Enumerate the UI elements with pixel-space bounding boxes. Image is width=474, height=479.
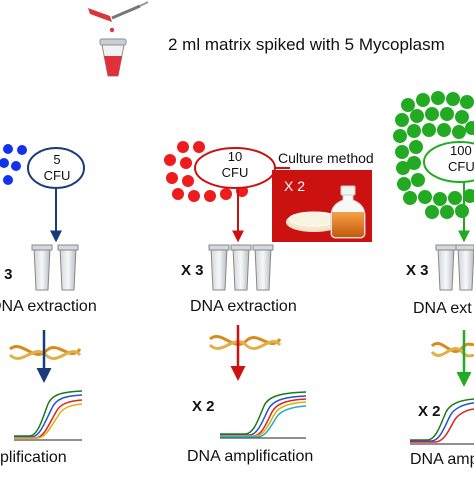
red-cells — [164, 141, 248, 202]
tubes-100 — [435, 244, 474, 291]
cfu-unit-10: CFU — [221, 165, 249, 180]
culture-label: Culture method — [278, 150, 374, 166]
header-title: 2 ml matrix spiked with 5 Mycoplasm — [168, 35, 445, 54]
amp-replicates-10: X 2 — [192, 398, 215, 415]
extraction-label-10: DNA extraction — [190, 298, 297, 315]
cfu-unit-5: CFU — [43, 168, 71, 183]
cfu-number-100: 100 — [450, 143, 472, 158]
amplification-label-5: plification — [0, 449, 67, 466]
cfu-ellipse-100 — [423, 141, 474, 183]
green-cells — [393, 91, 474, 219]
amp-replicates-100: X 2 — [418, 403, 441, 420]
blue-cells — [0, 144, 27, 185]
replicates-10: X 3 — [181, 262, 204, 279]
amplification-plot-5 — [14, 390, 83, 441]
culture-bottle-icon — [330, 185, 366, 239]
amplification-label-100: DNA ampli — [410, 451, 474, 468]
dna-icon-10 — [208, 335, 282, 350]
column-100-cfu — [393, 91, 474, 445]
extraction-label-5: DNA extraction — [0, 298, 97, 315]
cfu-number-10: 10 — [227, 149, 243, 164]
cfu-unit-100: CFU — [448, 159, 474, 174]
replicates-100: X 3 — [406, 262, 429, 279]
replicates-5: X 3 — [0, 266, 13, 283]
tubes-10 — [208, 244, 274, 291]
column-5-cfu — [0, 144, 85, 441]
amplification-label-10: DNA amplification — [187, 448, 314, 465]
amplification-plot-10 — [220, 391, 307, 439]
culture-multiplier: X 2 — [284, 178, 306, 194]
column-10-cfu — [164, 141, 372, 439]
dna-icon-100 — [430, 342, 474, 358]
spiking-icon — [88, 1, 149, 77]
amplification-plot-100 — [410, 398, 474, 445]
dna-icon-5 — [8, 345, 82, 360]
tubes-5 — [31, 244, 79, 291]
extraction-label-100: DNA ext — [413, 300, 472, 317]
cfu-number-5: 5 — [53, 152, 61, 167]
